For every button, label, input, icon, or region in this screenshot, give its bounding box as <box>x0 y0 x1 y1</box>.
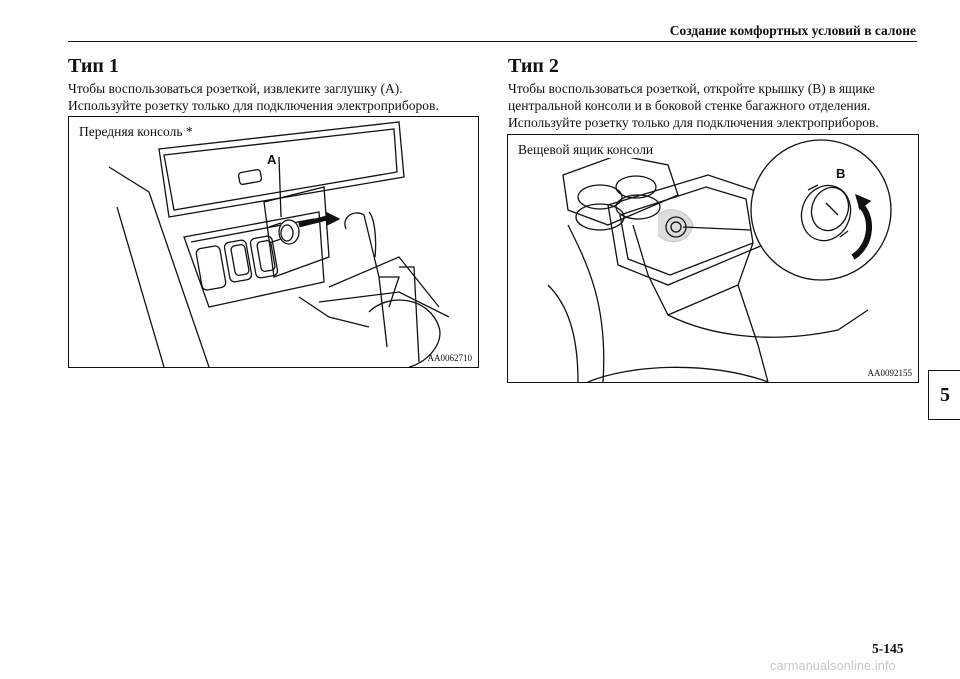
figure-code: AA0092155 <box>867 368 913 378</box>
section-type-1: Тип 1 Чтобы воспользоваться розеткой, из… <box>68 54 478 114</box>
header-rule <box>68 41 917 42</box>
text-line: Чтобы воспользоваться розеткой, извлекит… <box>68 81 403 96</box>
section-title-type-2: Тип 2 <box>508 55 559 77</box>
section-title-type-1: Тип 1 <box>68 55 119 77</box>
text-line: Используйте розетку только для подключен… <box>68 98 439 113</box>
watermark: carmanualsonline.info <box>770 659 896 673</box>
callout-label: B <box>836 166 845 181</box>
callout-label: A <box>267 152 277 167</box>
figure-code: AA0062710 <box>427 353 473 363</box>
figure-label: Вещевой ящик консоли <box>518 142 658 158</box>
section-tab: 5 <box>928 370 960 420</box>
console-box-illustration: B <box>547 139 892 382</box>
figure-front-console: Передняя консоль * A AA0062710 <box>68 116 479 368</box>
front-console-illustration: A <box>108 121 450 367</box>
page-number: 5-145 <box>872 641 904 656</box>
figure-console-box: Вещевой ящик консоли B AA0092155 <box>507 134 919 383</box>
instruction-text-type-2: Чтобы воспользоваться розеткой, откройте… <box>508 80 918 131</box>
text-line: Используйте розетку только для подключен… <box>508 115 879 130</box>
instruction-text-type-1: Чтобы воспользоваться розеткой, извлекит… <box>68 80 478 114</box>
section-type-2: Тип 2 Чтобы воспользоваться розеткой, от… <box>508 54 918 131</box>
page-header: Создание комфортных условий в салоне <box>669 23 916 38</box>
text-line: Чтобы воспользоваться розеткой, откройте… <box>508 81 875 96</box>
text-line: центральной консоли и в боковой стенке б… <box>508 98 871 113</box>
figure-label: Передняя консоль * <box>79 124 197 140</box>
